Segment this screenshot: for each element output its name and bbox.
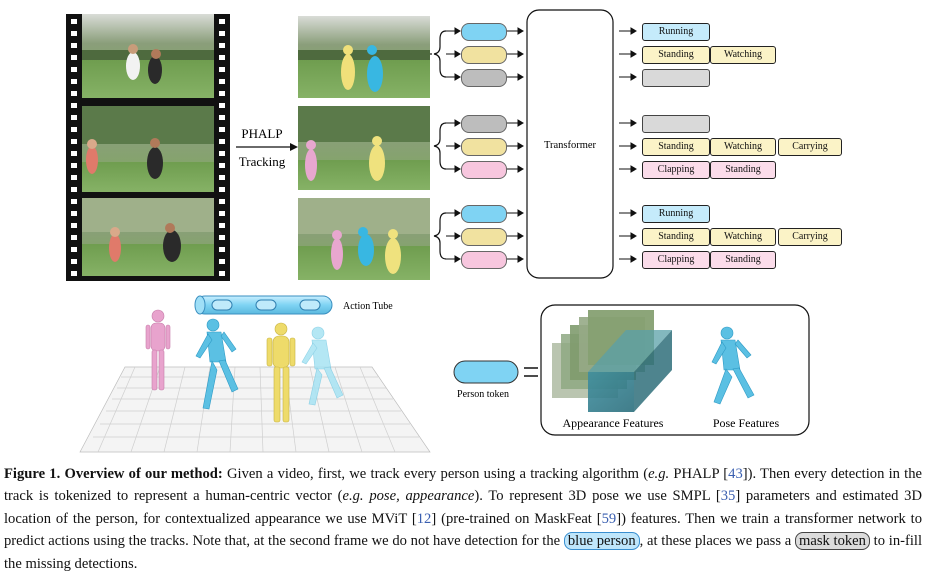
action-tag: Running xyxy=(642,23,710,41)
caption-text-2: PHALP [ xyxy=(669,466,729,482)
token-pill-gray xyxy=(461,69,507,87)
tracking-label-line2: Tracking xyxy=(239,154,286,169)
citation-59[interactable]: 59 xyxy=(601,510,617,527)
citation-43[interactable]: 43 xyxy=(728,466,743,482)
video-frame-3 xyxy=(82,198,214,276)
brace-row-3 xyxy=(433,212,447,260)
token-pill-yellow xyxy=(461,228,507,246)
tracking-arrow xyxy=(236,143,298,151)
brace-arrows xyxy=(446,27,461,263)
action-tag: Watching xyxy=(710,46,776,64)
person-token-pill xyxy=(453,360,519,384)
action-tube xyxy=(194,295,333,315)
person-token-label: Person token xyxy=(457,389,509,400)
blue-person-highlight: blue person xyxy=(563,532,640,551)
pose-feature-mesh xyxy=(711,326,755,405)
caption-text-8: , at these places we pass a xyxy=(639,533,795,550)
citation-12[interactable]: 12 xyxy=(416,510,432,527)
film-sprocket-holes xyxy=(71,19,225,276)
floor-grid xyxy=(79,366,431,453)
figure-canvas: PHALP Tracking xyxy=(66,9,810,453)
token-pill-yellow xyxy=(461,138,507,156)
transformer-box xyxy=(526,9,614,279)
citation-35[interactable]: 35 xyxy=(720,488,736,505)
action-tag: Standing xyxy=(642,228,710,246)
action-tag: Standing xyxy=(642,46,710,64)
caption-text-3: ]). Then every detection in the track is… xyxy=(4,466,923,505)
empty-action-tag xyxy=(642,69,710,87)
action-tag: Standing xyxy=(710,251,776,269)
caption-text-5: ] parameters and estimated 3D location o… xyxy=(4,488,923,527)
overview-figure: PHALP Tracking xyxy=(66,9,842,453)
caption-text-4: ). To represent 3D pose we use SMPL [ xyxy=(474,488,721,505)
tracked-frame-2 xyxy=(298,106,430,190)
equals-sign xyxy=(524,367,538,377)
human-mesh-blue-faded xyxy=(301,326,344,406)
transformer-label: Transformer xyxy=(544,140,597,151)
appearance-feature-stack xyxy=(552,310,672,412)
token-pill-gray xyxy=(461,115,507,133)
film-strip xyxy=(66,14,230,281)
action-tag: Standing xyxy=(710,161,776,179)
brace-row-1 xyxy=(430,30,447,78)
human-mesh-blue xyxy=(195,318,239,410)
action-tag: Clapping xyxy=(642,251,710,269)
token-pill-blue xyxy=(461,205,507,223)
human-mesh-pink xyxy=(145,309,171,391)
caption-eg-1: e.g. xyxy=(648,466,670,482)
action-tag: Standing xyxy=(642,138,710,156)
token-to-transformer-arrows xyxy=(506,27,524,263)
action-tag: Carrying xyxy=(778,228,842,246)
human-mesh-yellow xyxy=(266,322,296,423)
video-frame-2 xyxy=(82,106,214,192)
tracked-frame-1 xyxy=(298,16,430,98)
pose-features-label: Pose Features xyxy=(713,416,780,430)
token-pill-pink xyxy=(461,251,507,269)
action-tag: Watching xyxy=(710,228,776,246)
caption-fig-label: Figure 1. xyxy=(4,466,61,482)
brace-row-2 xyxy=(433,122,447,170)
appearance-features-label: Appearance Features xyxy=(563,416,664,430)
token-pill-blue xyxy=(461,23,507,41)
action-tag: Watching xyxy=(710,138,776,156)
caption-text-1: Given a video, first, we track every per… xyxy=(222,466,649,482)
transformer-to-action-arrows xyxy=(619,27,637,263)
action-tag: Carrying xyxy=(778,138,842,156)
mask-token-highlight: mask token xyxy=(794,532,870,551)
action-tube-label: Action Tube xyxy=(343,301,393,312)
caption-title: Overview of our method: xyxy=(64,466,223,482)
token-pill-yellow xyxy=(461,46,507,64)
caption-text-6: ] (pre-trained on MaskFeat [ xyxy=(431,510,602,527)
figure-caption: Figure 1. Overview of our method: Given … xyxy=(4,463,922,575)
action-tag: Running xyxy=(642,205,710,223)
action-tag: Clapping xyxy=(642,161,710,179)
empty-action-tag xyxy=(642,115,710,133)
caption-eg-2: e.g. pose, appearance xyxy=(342,488,475,505)
token-pill-pink xyxy=(461,161,507,179)
caption-text-9: to in-fill the missing detections. xyxy=(4,533,922,572)
tracked-frame-3 xyxy=(298,198,430,280)
video-frame-1 xyxy=(82,14,214,98)
tracking-label-line1: PHALP xyxy=(241,126,282,141)
caption-text-7: ]) features. Then we train a transformer… xyxy=(4,510,922,550)
